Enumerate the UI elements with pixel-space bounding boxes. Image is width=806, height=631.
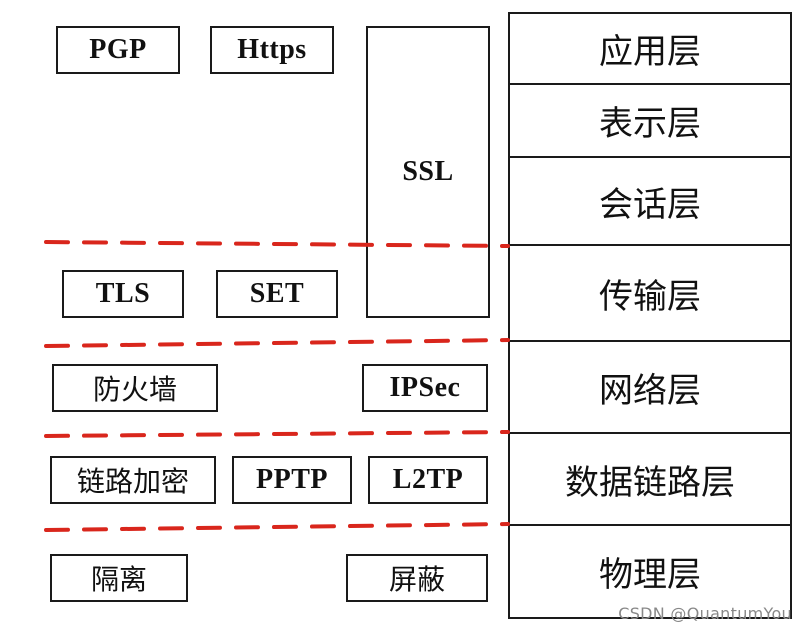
layer-transport-label: 传输层: [599, 276, 701, 317]
layer-application-label: 应用层: [599, 32, 701, 72]
layer-data-link: 数据链路层: [508, 432, 792, 526]
pptp-label: PPTP: [256, 464, 328, 495]
isolation-box: 隔离: [50, 554, 188, 602]
layer-presentation-label: 表示层: [599, 104, 701, 144]
l2tp-box: L2TP: [368, 456, 488, 504]
watermark: CSDN @QuantumYou: [618, 604, 792, 623]
link-encryption-box: 链路加密: [50, 456, 216, 504]
l2tp-label: L2TP: [392, 464, 464, 495]
ssl-box: SSL: [366, 26, 490, 318]
tls-label: TLS: [95, 278, 151, 309]
layer-data-link-label: 数据链路层: [565, 462, 735, 503]
layer-physical-label: 物理层: [599, 555, 701, 595]
divider-datalink-physical: [44, 522, 510, 532]
set-box: SET: [216, 270, 338, 318]
layer-presentation: 表示层: [508, 83, 792, 158]
firewall-label: 防火墙: [92, 373, 177, 406]
isolation-label: 隔离: [90, 563, 147, 596]
layer-session: 会话层: [508, 156, 792, 246]
layer-network-label: 网络层: [599, 370, 701, 411]
layer-application: 应用层: [508, 12, 792, 85]
pptp-box: PPTP: [232, 456, 352, 504]
tls-box: TLS: [62, 270, 184, 318]
https-box: Https: [210, 26, 334, 74]
divider-transport-network: [44, 338, 510, 348]
set-label: SET: [249, 278, 305, 309]
layer-session-label: 会话层: [599, 184, 701, 225]
layer-transport: 传输层: [508, 244, 792, 342]
ipsec-box: IPSec: [362, 364, 488, 412]
ssl-label: SSL: [402, 156, 454, 187]
shielding-label: 屏蔽: [388, 563, 445, 596]
divider-network-datalink: [44, 430, 510, 438]
ipsec-label: IPSec: [389, 372, 461, 403]
pgp-box: PGP: [56, 26, 180, 74]
link-encryption-label: 链路加密: [76, 465, 189, 498]
layer-physical: 物理层: [508, 524, 792, 619]
firewall-box: 防火墙: [52, 364, 218, 412]
shielding-box: 屏蔽: [346, 554, 488, 602]
https-label: Https: [237, 34, 307, 65]
pgp-label: PGP: [89, 34, 147, 65]
layer-network: 网络层: [508, 340, 792, 434]
